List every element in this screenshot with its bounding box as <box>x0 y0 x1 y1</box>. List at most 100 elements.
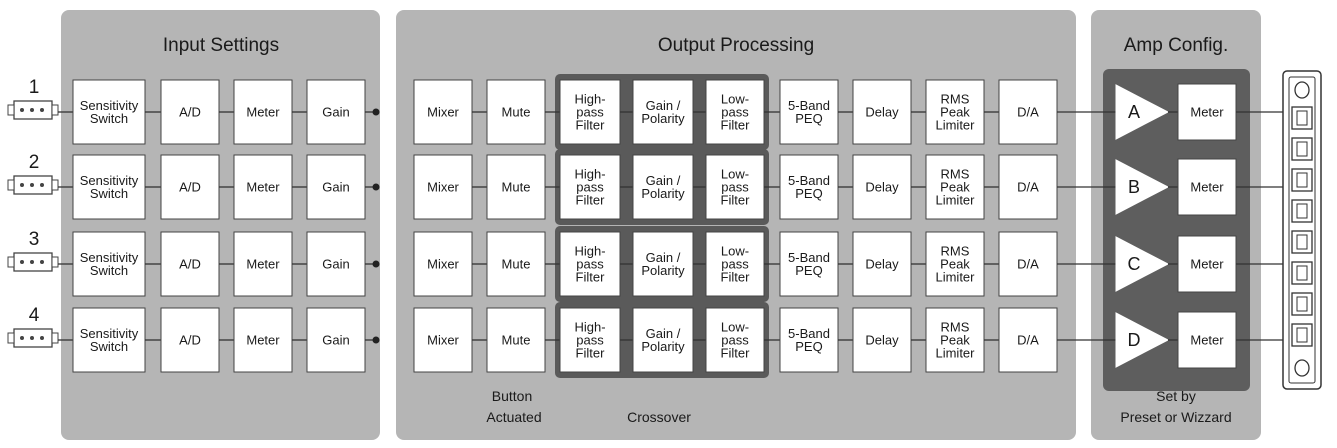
input-gain-block: Gain <box>306 231 366 297</box>
sensitivity-switch-block-label: Switch <box>90 111 128 126</box>
highpass-filter-block-label: Filter <box>576 118 606 133</box>
sensitivity-switch-block-box <box>72 79 146 145</box>
input-settings-panel <box>61 10 380 440</box>
mute-block-box <box>486 154 546 220</box>
input-meter-block: Meter <box>233 154 293 220</box>
ad-converter-block: A/D <box>160 231 220 297</box>
input-meter-block-box <box>233 231 293 297</box>
input-meter-block: Meter <box>233 79 293 145</box>
mute-block-label: Mute <box>502 333 531 348</box>
mixer-block-label: Mixer <box>427 180 459 195</box>
sensitivity-switch-block-label: Switch <box>90 339 128 354</box>
xlr-connector-icon <box>7 328 59 348</box>
amp-config-title: Amp Config. <box>1124 35 1229 56</box>
delay-block-label: Delay <box>865 257 899 272</box>
mixer-block-label: Mixer <box>427 333 459 348</box>
preset-caption: Preset or Wizzard <box>1120 409 1231 425</box>
delay-block: Delay <box>852 307 912 373</box>
lowpass-filter-block-label: Low- <box>721 244 749 259</box>
da-converter-block: D/A <box>998 79 1058 145</box>
amp-channel-label: C <box>1128 254 1141 274</box>
ad-converter-block-box <box>160 231 220 297</box>
mixer-block: Mixer <box>413 79 473 145</box>
peq-block-label: PEQ <box>795 186 822 201</box>
limiter-block-label: Limiter <box>935 118 975 133</box>
peq-block-label: 5-Band <box>788 173 830 188</box>
sensitivity-switch-block-box <box>72 154 146 220</box>
lowpass-filter-block-label: Low- <box>721 167 749 182</box>
input-gain-block: Gain <box>306 79 366 145</box>
lowpass-filter-block-label: pass <box>721 180 749 195</box>
gain-polarity-block: Gain /Polarity <box>632 79 694 145</box>
input-gain-block: Gain <box>306 307 366 373</box>
delay-block-box <box>852 154 912 220</box>
preset-caption: Set by <box>1156 388 1196 404</box>
highpass-filter-block-label: pass <box>576 180 604 195</box>
amp-meter-block-label: Meter <box>1190 180 1224 195</box>
gain-polarity-block-label: Gain / <box>646 326 681 341</box>
highpass-filter-block-label: pass <box>576 333 604 348</box>
amp-meter-block-label: Meter <box>1190 257 1224 272</box>
gain-polarity-block: Gain /Polarity <box>632 154 694 220</box>
bus-node <box>372 108 380 116</box>
highpass-filter-block-label: High- <box>574 320 605 335</box>
input-meter-block-label: Meter <box>246 180 280 195</box>
lowpass-filter-block-label: pass <box>721 333 749 348</box>
highpass-filter-block-box <box>559 307 621 373</box>
limiter-block-box <box>925 307 985 373</box>
highpass-filter-block-box <box>559 154 621 220</box>
lowpass-filter-block-box <box>705 154 765 220</box>
delay-block-box <box>852 307 912 373</box>
lowpass-filter-block-box <box>705 231 765 297</box>
mixer-block: Mixer <box>413 231 473 297</box>
highpass-filter-block-label: Filter <box>576 346 606 361</box>
ad-converter-block: A/D <box>160 307 220 373</box>
gain-polarity-block-box <box>632 79 694 145</box>
delay-block: Delay <box>852 79 912 145</box>
highpass-filter-block-label: High- <box>574 92 605 107</box>
mute-block-label: Mute <box>502 105 531 120</box>
limiter-block-label: RMS <box>941 167 970 182</box>
input-meter-block-box <box>233 154 293 220</box>
input-meter-block-box <box>233 307 293 373</box>
limiter-block-label: Peak <box>940 180 970 195</box>
da-converter-block-label: D/A <box>1017 180 1039 195</box>
mute-block-label: Mute <box>502 180 531 195</box>
input-meter-block-label: Meter <box>246 257 280 272</box>
input-gain-block-box <box>306 231 366 297</box>
lowpass-filter-block-box <box>705 307 765 373</box>
input-gain-block-box <box>306 79 366 145</box>
lowpass-filter-block-label: Filter <box>721 346 751 361</box>
lowpass-filter-block-label: pass <box>721 105 749 120</box>
amp-meter-block: Meter <box>1177 311 1237 369</box>
mixer-block-box <box>413 79 473 145</box>
crossover-caption: Crossover <box>627 409 691 425</box>
limiter-block-label: Peak <box>940 257 970 272</box>
input-gain-block: Gain <box>306 154 366 220</box>
ad-converter-block-box <box>160 154 220 220</box>
lowpass-filter-block-label: Low- <box>721 92 749 107</box>
sensitivity-switch-block-label: Switch <box>90 263 128 278</box>
amplifier-triangle: C <box>1115 236 1170 292</box>
ad-converter-block-box <box>160 307 220 373</box>
ad-converter-block: A/D <box>160 154 220 220</box>
amp-meter-block-box <box>1177 311 1237 369</box>
xlr-connector-icon <box>7 175 59 195</box>
ad-converter-block-label: A/D <box>179 257 201 272</box>
amp-meter-block: Meter <box>1177 158 1237 216</box>
da-converter-block-box <box>998 154 1058 220</box>
da-converter-block-box <box>998 79 1058 145</box>
lowpass-filter-block-label: Filter <box>721 118 751 133</box>
